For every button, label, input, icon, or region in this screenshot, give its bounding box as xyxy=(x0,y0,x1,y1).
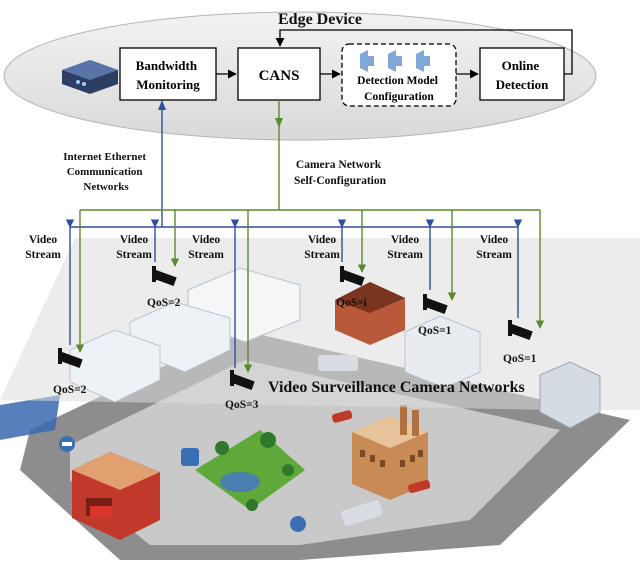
config-arrow-down xyxy=(275,118,283,128)
bandwidth-monitoring-box xyxy=(119,47,217,101)
qos-label-6: QoS=1 xyxy=(503,353,537,365)
selfconfig-line1: Camera Network xyxy=(296,159,382,171)
online-line2: Detection xyxy=(496,77,549,92)
camera-3 xyxy=(230,370,255,390)
qos-label-1: QoS=2 xyxy=(53,384,87,396)
ethernet-line2: Communication xyxy=(67,166,143,178)
plane-buildings xyxy=(69,267,601,429)
camera-icon xyxy=(230,370,255,390)
qos-label-3: QoS=3 xyxy=(225,399,259,411)
pond xyxy=(220,472,260,492)
detection-line1: Detection Model xyxy=(357,75,438,87)
camera-icon xyxy=(340,266,365,286)
qos-label-2: QoS=2 xyxy=(147,297,181,309)
camera-icon xyxy=(423,294,448,314)
camera-1 xyxy=(58,348,83,368)
online-line1: Online xyxy=(502,58,540,73)
camera-icon xyxy=(58,348,83,368)
ethernet-network xyxy=(65,100,523,368)
svg-text:Internet Ethernet Communic: Internet Ethernet Communication Networks xyxy=(63,151,149,193)
camera-icon xyxy=(508,320,533,340)
camera-icon xyxy=(152,266,177,286)
svg-text:Bandwidth Monitoring: Bandwidth Monitoring xyxy=(136,58,201,92)
detection-line2: Configuration xyxy=(364,91,434,103)
cans-label: CANS xyxy=(259,68,300,84)
park xyxy=(195,430,305,510)
qos-label-5: QoS=1 xyxy=(418,325,452,337)
edge-hardware-icon xyxy=(62,60,118,94)
qos-label-4: QoS=i xyxy=(336,297,368,309)
svg-text:Camera Network Self-Config: Camera Network Self-Configuration xyxy=(294,159,387,187)
config-network xyxy=(75,100,545,373)
camera-4 xyxy=(340,266,365,286)
online-detection-box xyxy=(479,47,565,101)
selfconfig-line2: Self-Configuration xyxy=(294,175,387,187)
bandwidth-line1: Bandwidth xyxy=(136,58,198,73)
ethernet-line3: Networks xyxy=(83,181,129,193)
funnel-icons xyxy=(360,50,430,72)
camera-6 xyxy=(508,320,533,340)
bandwidth-line2: Monitoring xyxy=(136,77,200,92)
camera-5 xyxy=(423,294,448,314)
cans-box xyxy=(237,47,321,101)
ethernet-arrow-up xyxy=(158,100,166,110)
network-title: Video Surveillance Camera Networks xyxy=(268,379,525,396)
edge-device-title: Edge Device xyxy=(278,11,362,28)
arrow-feedback xyxy=(275,29,573,75)
camera-2 xyxy=(152,266,177,286)
svg-text:Detection Model Configurat: Detection Model Configuration xyxy=(357,75,441,103)
ethernet-line1: Internet Ethernet xyxy=(63,151,146,163)
svg-text:Online Detection: Online Detection xyxy=(496,58,549,92)
